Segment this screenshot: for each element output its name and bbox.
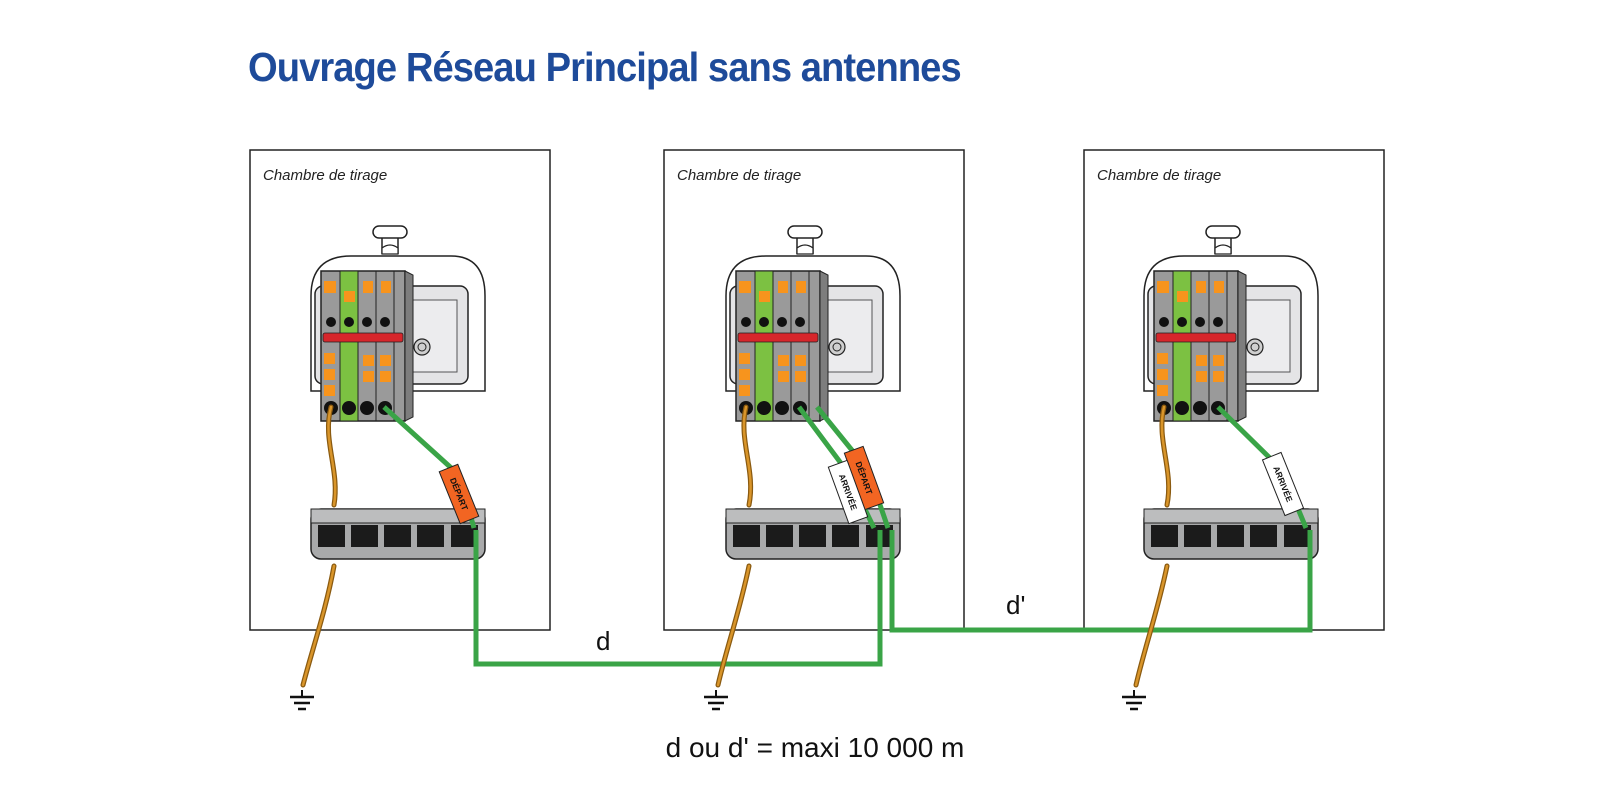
chamber-label-2: Chambre de tirage <box>677 167 801 184</box>
page-title: Ouvrage Réseau Principal sans antennes <box>248 44 962 90</box>
ground-symbol-icon <box>702 688 730 711</box>
earth-wire-1 <box>300 404 338 688</box>
chamber-frame-2 <box>663 149 965 631</box>
depart-tag-2: DÉPART <box>843 445 885 511</box>
chamber-label-1: Chambre de tirage <box>263 167 387 184</box>
chamber-label-3: Chambre de tirage <box>1097 167 1221 184</box>
max-distance-note: d ou d' = maxi 10 000 m <box>666 732 965 763</box>
connection-box-2 <box>725 225 901 560</box>
ground-symbol-icon <box>1120 688 1148 711</box>
arrivee-tag-3: ARRIVÉE <box>1261 451 1305 517</box>
distance-label-d: d <box>596 626 610 656</box>
main-cable-d <box>473 530 883 667</box>
main-cable-d-prime <box>889 530 1313 633</box>
distance-label-d-prime: d' <box>1006 590 1025 620</box>
ground-symbol-icon <box>288 688 316 711</box>
depart-tag-1: DÉPART <box>438 463 480 525</box>
earth-wire-2 <box>715 404 754 688</box>
arrivee-tag-2: ARRIVÉE <box>827 459 869 525</box>
chamber-frame-1 <box>249 149 551 631</box>
earth-wire-3 <box>1133 404 1172 688</box>
